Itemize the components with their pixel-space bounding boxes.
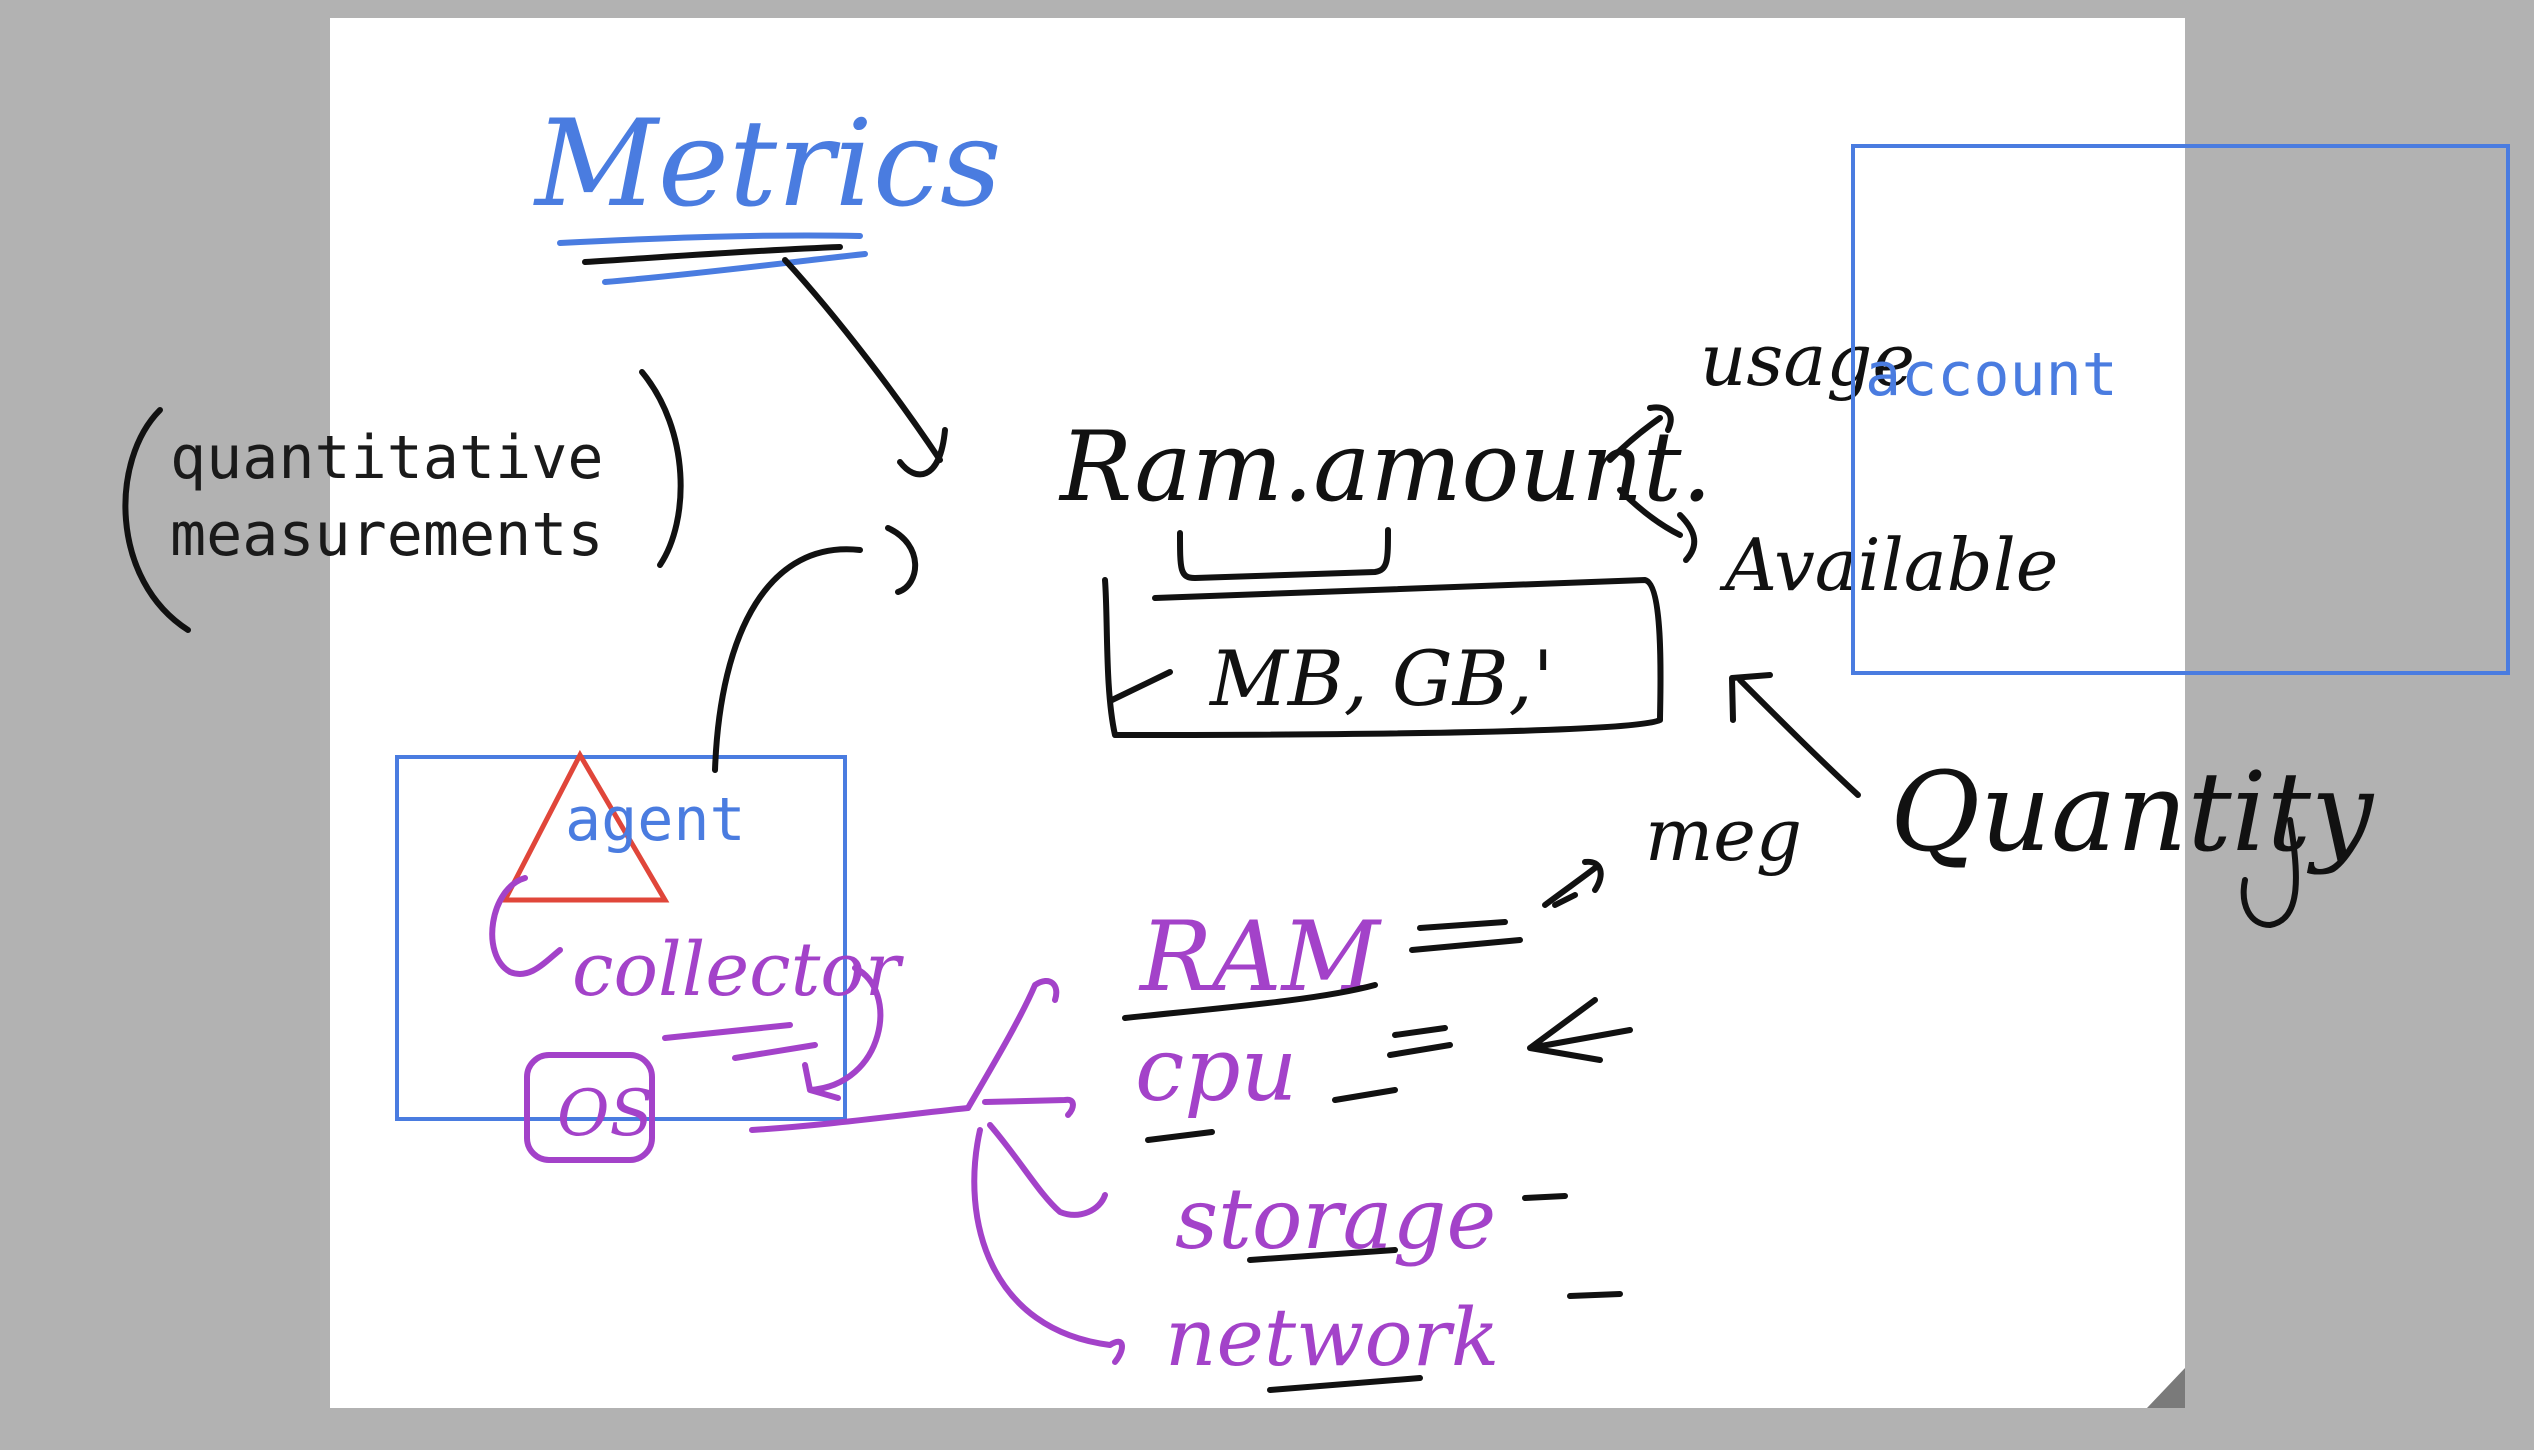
branch-to-network	[971, 1127, 1125, 1365]
note-line-2: measurements	[170, 500, 603, 570]
branch-to-ram	[965, 978, 1060, 1111]
ram-dash-3	[1552, 892, 1578, 908]
note-right-paren	[639, 369, 684, 568]
arrow-to-available-head	[1677, 512, 1698, 563]
network-underline	[1267, 1375, 1423, 1393]
units-tick	[1109, 669, 1173, 703]
title-metrics: Metrics	[533, 95, 1002, 234]
title-underline-blue-1	[557, 232, 863, 246]
branch-to-storage	[987, 1122, 1108, 1218]
arrow-agent-head	[885, 525, 919, 595]
units-box	[1102, 577, 1664, 738]
usage-label: usage	[1700, 318, 1915, 402]
agent-box[interactable]	[395, 755, 847, 1121]
cpu-label: cpu	[1135, 1018, 1297, 1121]
collector-to-os-arrow	[802, 965, 884, 1101]
units-label: MB, GB,'	[1208, 634, 1554, 723]
title-underline-black	[582, 244, 843, 265]
storage-underline	[1247, 1247, 1398, 1263]
title-underline-blue-2	[602, 251, 868, 285]
os-label: OS	[557, 1077, 653, 1151]
arrow-into-cpu-dash	[1527, 997, 1633, 1063]
collector-underline-2	[732, 1042, 818, 1061]
branch-to-cpu	[982, 1096, 1076, 1118]
arrow-metrics-head	[897, 427, 948, 478]
cpu-dash-3	[1332, 1087, 1398, 1103]
ram-dash-2	[1409, 937, 1523, 953]
quantity-descender	[2240, 817, 2299, 928]
arrow-quantity-to-units	[1737, 677, 1861, 798]
collector-label: collector	[572, 927, 905, 1013]
page-corner-fold	[2147, 1368, 2185, 1408]
cpu-dash-2	[1387, 1042, 1453, 1058]
ram-amount-bracket	[1177, 527, 1391, 581]
arrow-ram-to-meg	[1542, 865, 1598, 908]
agent-box-label: agent	[565, 785, 746, 855]
note-left-paren	[122, 407, 191, 633]
arrow-metrics-to-ram	[782, 257, 943, 463]
ram-label: RAM	[1138, 901, 1383, 1013]
network-dash	[1567, 1291, 1623, 1299]
account-box-label: account	[1865, 340, 2118, 410]
arrow-agent-to-ram	[712, 546, 863, 773]
network-label: network	[1165, 1291, 1499, 1384]
arrow-to-available	[1617, 487, 1683, 538]
collector-underline-1	[662, 1022, 793, 1041]
cpu-underline	[1145, 1129, 1215, 1143]
storage-dash	[1522, 1193, 1568, 1201]
quantity-label: Quantity	[1890, 748, 2375, 876]
arrow-meg-head	[1582, 858, 1604, 893]
collector-hook	[489, 875, 563, 977]
ram-dash-1	[1417, 919, 1508, 931]
account-box[interactable]	[1851, 144, 2510, 675]
os-to-list-line	[749, 1105, 971, 1133]
available-label: Available	[1719, 523, 2058, 607]
warning-triangle	[500, 749, 670, 903]
whiteboard-canvas[interactable]	[330, 18, 2185, 1408]
ram-underline	[1122, 982, 1378, 1021]
arrow-to-usage-head	[1647, 404, 1674, 433]
cpu-dash-1	[1392, 1025, 1448, 1038]
arrow-quantity-head	[1729, 672, 1773, 723]
os-box	[524, 1052, 655, 1163]
ram-amount-label: Ram.amount.	[1058, 411, 1712, 523]
note-line-1: quantitative	[170, 423, 603, 493]
meg-label: meg	[1645, 793, 1802, 877]
arrow-to-usage	[1607, 415, 1663, 463]
